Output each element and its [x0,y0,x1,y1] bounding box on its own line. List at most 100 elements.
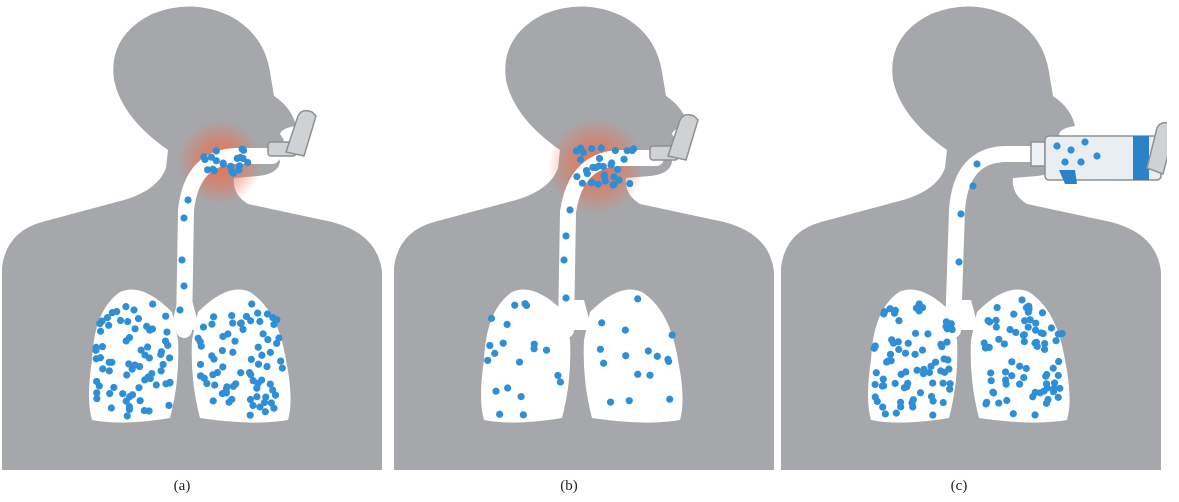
particle [989,389,996,396]
particle [626,180,633,187]
particle [213,147,220,154]
particle [908,399,915,406]
particle [1023,365,1030,372]
particle [912,330,919,337]
particle [1031,411,1038,418]
particle [880,310,887,317]
particle [130,306,137,313]
particle [254,309,261,316]
particle [262,408,269,415]
particle [263,363,270,370]
particle [917,389,924,396]
particle [211,381,218,388]
particle [629,147,636,154]
particle [872,393,879,400]
particle [611,181,618,188]
particle [149,301,156,308]
particle [902,350,909,357]
particle [105,322,112,329]
particle [986,344,993,351]
particle [872,381,879,388]
particle [124,318,131,325]
particle [106,367,113,374]
particle [229,319,236,326]
particle [279,365,286,372]
particle [946,386,953,393]
particle [262,394,269,401]
caption-c: (c) [929,478,989,495]
particle [1025,324,1032,331]
particle [612,147,619,154]
particle [213,157,220,164]
particle [929,379,936,386]
particle [129,366,136,373]
particle [530,345,537,352]
particle [208,321,215,328]
particle [1050,365,1057,372]
particle [634,295,641,302]
particle [97,328,104,335]
particle [511,302,518,309]
particle [995,399,1002,406]
particle [521,300,528,307]
particle [268,399,275,406]
particle [620,156,627,163]
particle [163,328,170,335]
body-silhouette [394,6,774,470]
particle [255,361,262,368]
particle [99,365,106,372]
particle [126,406,133,413]
particle [1039,309,1046,316]
particle [518,393,525,400]
particle [944,356,951,363]
particle [601,171,608,178]
particle [893,410,900,417]
particle [267,349,274,356]
particle [986,318,993,325]
particle [888,357,895,364]
particle [598,319,605,326]
figure-a [2,0,388,470]
particle [520,411,527,418]
particle [176,306,183,313]
particle [919,346,926,353]
particle [543,347,550,354]
particle [943,318,950,325]
particle [178,256,185,263]
caption-b: (b) [539,478,599,495]
particle [92,344,99,351]
particle [1012,329,1019,336]
particle [504,321,511,328]
particle [598,144,605,151]
particle [157,351,164,358]
particle [596,155,603,162]
particle [255,344,262,351]
particle [594,181,601,188]
particle [887,351,894,358]
particle [253,393,260,400]
particle [484,357,491,364]
particle [211,167,218,174]
particle [891,310,898,317]
particle [955,258,962,265]
body-silhouette [781,6,1161,470]
particle [229,349,236,356]
particle [264,336,271,343]
particle [930,398,937,405]
particle [1010,410,1017,417]
particle [119,390,126,397]
particle [584,170,591,177]
particle [920,366,927,373]
particle [165,402,172,409]
particle [1020,332,1027,339]
particle [247,371,254,378]
particle [1021,338,1028,345]
particle [994,304,1001,311]
particle [141,407,148,414]
particle [1018,296,1025,303]
particle [219,390,226,397]
particle [137,397,144,404]
particle [210,356,217,363]
particle [1052,337,1059,344]
particle [592,164,599,171]
